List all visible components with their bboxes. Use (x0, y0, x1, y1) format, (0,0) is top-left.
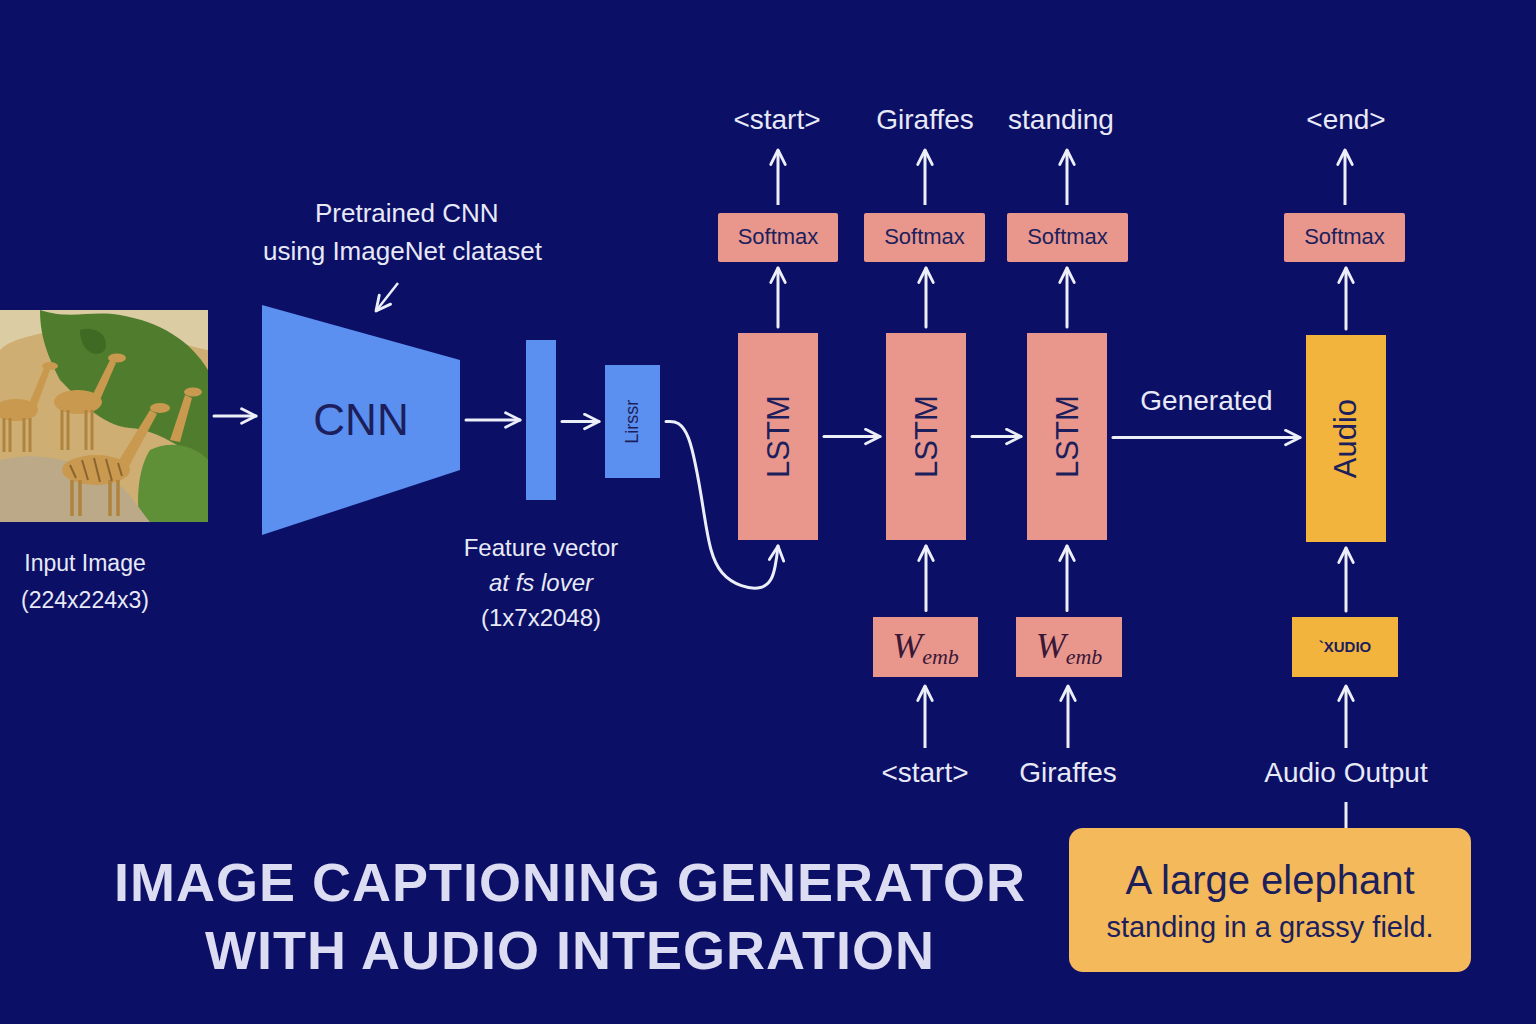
feature-vector: Feature vectorat fs lover(1x7x2048) (451, 340, 631, 635)
audio-block: Audio (1306, 335, 1386, 542)
embedding-label: emb (1066, 644, 1103, 670)
vector-label: (1x7x2048) (481, 600, 601, 635)
giraffe-head (108, 354, 126, 363)
softmax-label: Softmax (1304, 224, 1385, 250)
output-arrow (1066, 150, 1069, 205)
photo-bush (138, 445, 208, 522)
flow-arrow (1345, 548, 1348, 611)
softmax-label: Softmax (738, 224, 819, 250)
giraffe-legs (62, 410, 92, 450)
node-shape (526, 340, 556, 500)
flow-arrow (1113, 436, 1300, 439)
image-label: Input Image (224x224x3) (0, 545, 170, 619)
flow-arrow (925, 268, 928, 327)
giraffe-head (42, 362, 58, 370)
flow-arrow (824, 435, 880, 438)
photo-shadow (80, 329, 106, 354)
vector-label: at fs lover (489, 565, 593, 600)
token-label: Giraffes (918, 756, 1218, 790)
flow-arrow (972, 435, 1021, 438)
output-arrow (924, 150, 927, 205)
vector-label: Feature vector (464, 530, 619, 565)
softmax-box: Softmax (1007, 213, 1128, 262)
giraffe-head (184, 388, 202, 397)
audio-label: Audio (1327, 399, 1364, 478)
caption-text: A large elephant (1125, 856, 1414, 904)
callout-label: Pretrained CNN using ImageNet clataset (263, 194, 553, 270)
input-arrow (1067, 686, 1070, 748)
token-label: Audio Output (1196, 756, 1496, 790)
flow-arrow (562, 420, 599, 423)
softmax-box: Softmax (864, 213, 985, 262)
flow-arrow (466, 419, 520, 422)
token-label: standing (911, 103, 1211, 137)
photo-trees (40, 310, 208, 460)
flow-arrow (214, 415, 256, 418)
softmax-label: Softmax (884, 224, 965, 250)
cnn-block: CNN (262, 305, 460, 535)
edge-label: Generated (1057, 384, 1357, 418)
flow-arrow (1345, 268, 1348, 329)
linear-layer: Lirssr (605, 365, 660, 478)
node-shape (0, 310, 208, 522)
flow-arrow (777, 268, 780, 327)
giraffe-neck (28, 368, 50, 408)
layer-label: Lirssr (622, 400, 644, 444)
flow-arrow (1066, 268, 1069, 327)
leader-line (1345, 802, 1348, 828)
input-arrow (1345, 686, 1348, 748)
flow-arrow (1066, 546, 1069, 611)
embedding-label: W (1036, 625, 1066, 668)
embedding-label: emb (922, 644, 959, 670)
caption-text: standing in a grassy field. (1106, 910, 1433, 945)
giraffe-stripes (70, 458, 122, 482)
lstm-label: LSTM (759, 395, 796, 478)
giraffe-legs (72, 480, 118, 516)
softmax-box: Softmax (718, 213, 838, 262)
output-arrow (1344, 150, 1347, 205)
input-image: Input Image (224x224x3) (0, 310, 208, 619)
input-arrow (924, 686, 927, 748)
giraffe-head (150, 403, 170, 413)
giraffe-neck (92, 360, 116, 400)
output-arrow (777, 150, 780, 205)
flow-arrow (925, 546, 928, 611)
lstm-label: LSTM (907, 395, 944, 478)
softmax-label: Softmax (1027, 224, 1108, 250)
giraffe-neck (118, 410, 157, 468)
audio-module: `XUDIO (1292, 617, 1398, 677)
lstm-cell: LSTM (738, 333, 818, 540)
callout-arrow (376, 283, 398, 311)
softmax-box: Softmax (1284, 213, 1405, 262)
diagram-title: IMAGE CAPTIONING GENERATOR WITH AUDIO IN… (90, 848, 1050, 984)
caption-box: A large elephant standing in a grassy fie… (1069, 828, 1471, 972)
lstm-label: LSTM (1048, 395, 1085, 478)
embedding-box: Wemb (1016, 617, 1122, 678)
embedding-label: W (892, 625, 922, 668)
lstm-cell: LSTM (1027, 333, 1107, 540)
token-label: <end> (1196, 103, 1496, 137)
block-label: CNN (313, 394, 408, 447)
module-label: `XUDIO (1319, 638, 1372, 656)
trapezoid-shape (262, 305, 460, 535)
lstm-cell: LSTM (886, 333, 966, 540)
giraffe-legs (4, 418, 30, 452)
giraffe-neck (170, 395, 192, 442)
giraffe-photo (0, 310, 208, 522)
embedding-box: Wemb (873, 617, 978, 678)
